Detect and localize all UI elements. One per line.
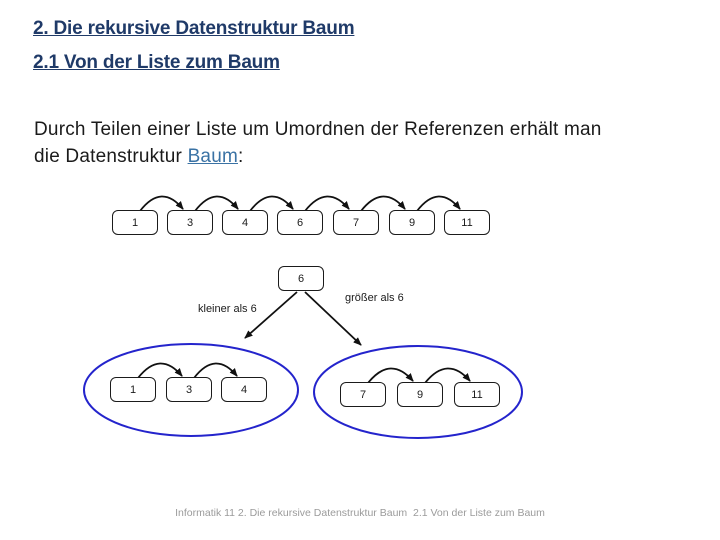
left-subtree-arc	[137, 362, 183, 379]
footer-text: Informatik 11 2. Die rekursive Datenstru…	[175, 507, 545, 519]
right-subtree-arc	[424, 367, 471, 384]
root-right-arrow	[304, 291, 362, 346]
list-arc	[304, 195, 350, 212]
right-subtree-node: 11	[454, 382, 500, 407]
right-subtree-node: 9	[397, 382, 443, 407]
page-subtitle: 2.1 Von der Liste zum Baum	[33, 52, 280, 73]
left-subtree-node: 4	[221, 377, 267, 402]
body-colon: :	[238, 146, 244, 167]
left-subtree-arc	[193, 362, 238, 379]
list-arc	[360, 195, 406, 212]
list-node: 6	[277, 210, 323, 235]
body-line2: die Datenstruktur	[34, 146, 188, 167]
right-subtree-node: 7	[340, 382, 386, 407]
body-line1: Durch Teilen einer Liste um Umordnen der…	[34, 119, 602, 140]
left-subtree-ellipse	[83, 343, 299, 437]
body-paragraph: Durch Teilen einer Liste um Umordnen der…	[34, 116, 704, 170]
list-node: 9	[389, 210, 435, 235]
list-arc	[416, 195, 461, 212]
list-arc	[194, 195, 239, 212]
baum-link[interactable]: Baum	[187, 146, 238, 167]
root-left-arrow	[244, 291, 298, 339]
list-node: 1	[112, 210, 158, 235]
left-subtree-node: 1	[110, 377, 156, 402]
label-groesser: größer als 6	[345, 292, 404, 304]
right-subtree-arc	[367, 367, 414, 384]
label-kleiner: kleiner als 6	[198, 303, 257, 315]
list-node: 7	[333, 210, 379, 235]
list-arc	[249, 195, 294, 212]
list-node: 4	[222, 210, 268, 235]
page-title: 2. Die rekursive Datenstruktur Baum	[33, 18, 355, 39]
right-subtree-ellipse	[313, 345, 523, 439]
list-node: 11	[444, 210, 490, 235]
left-subtree-node: 3	[166, 377, 212, 402]
list-node: 3	[167, 210, 213, 235]
list-arc	[139, 195, 184, 212]
root-node: 6	[278, 266, 324, 291]
